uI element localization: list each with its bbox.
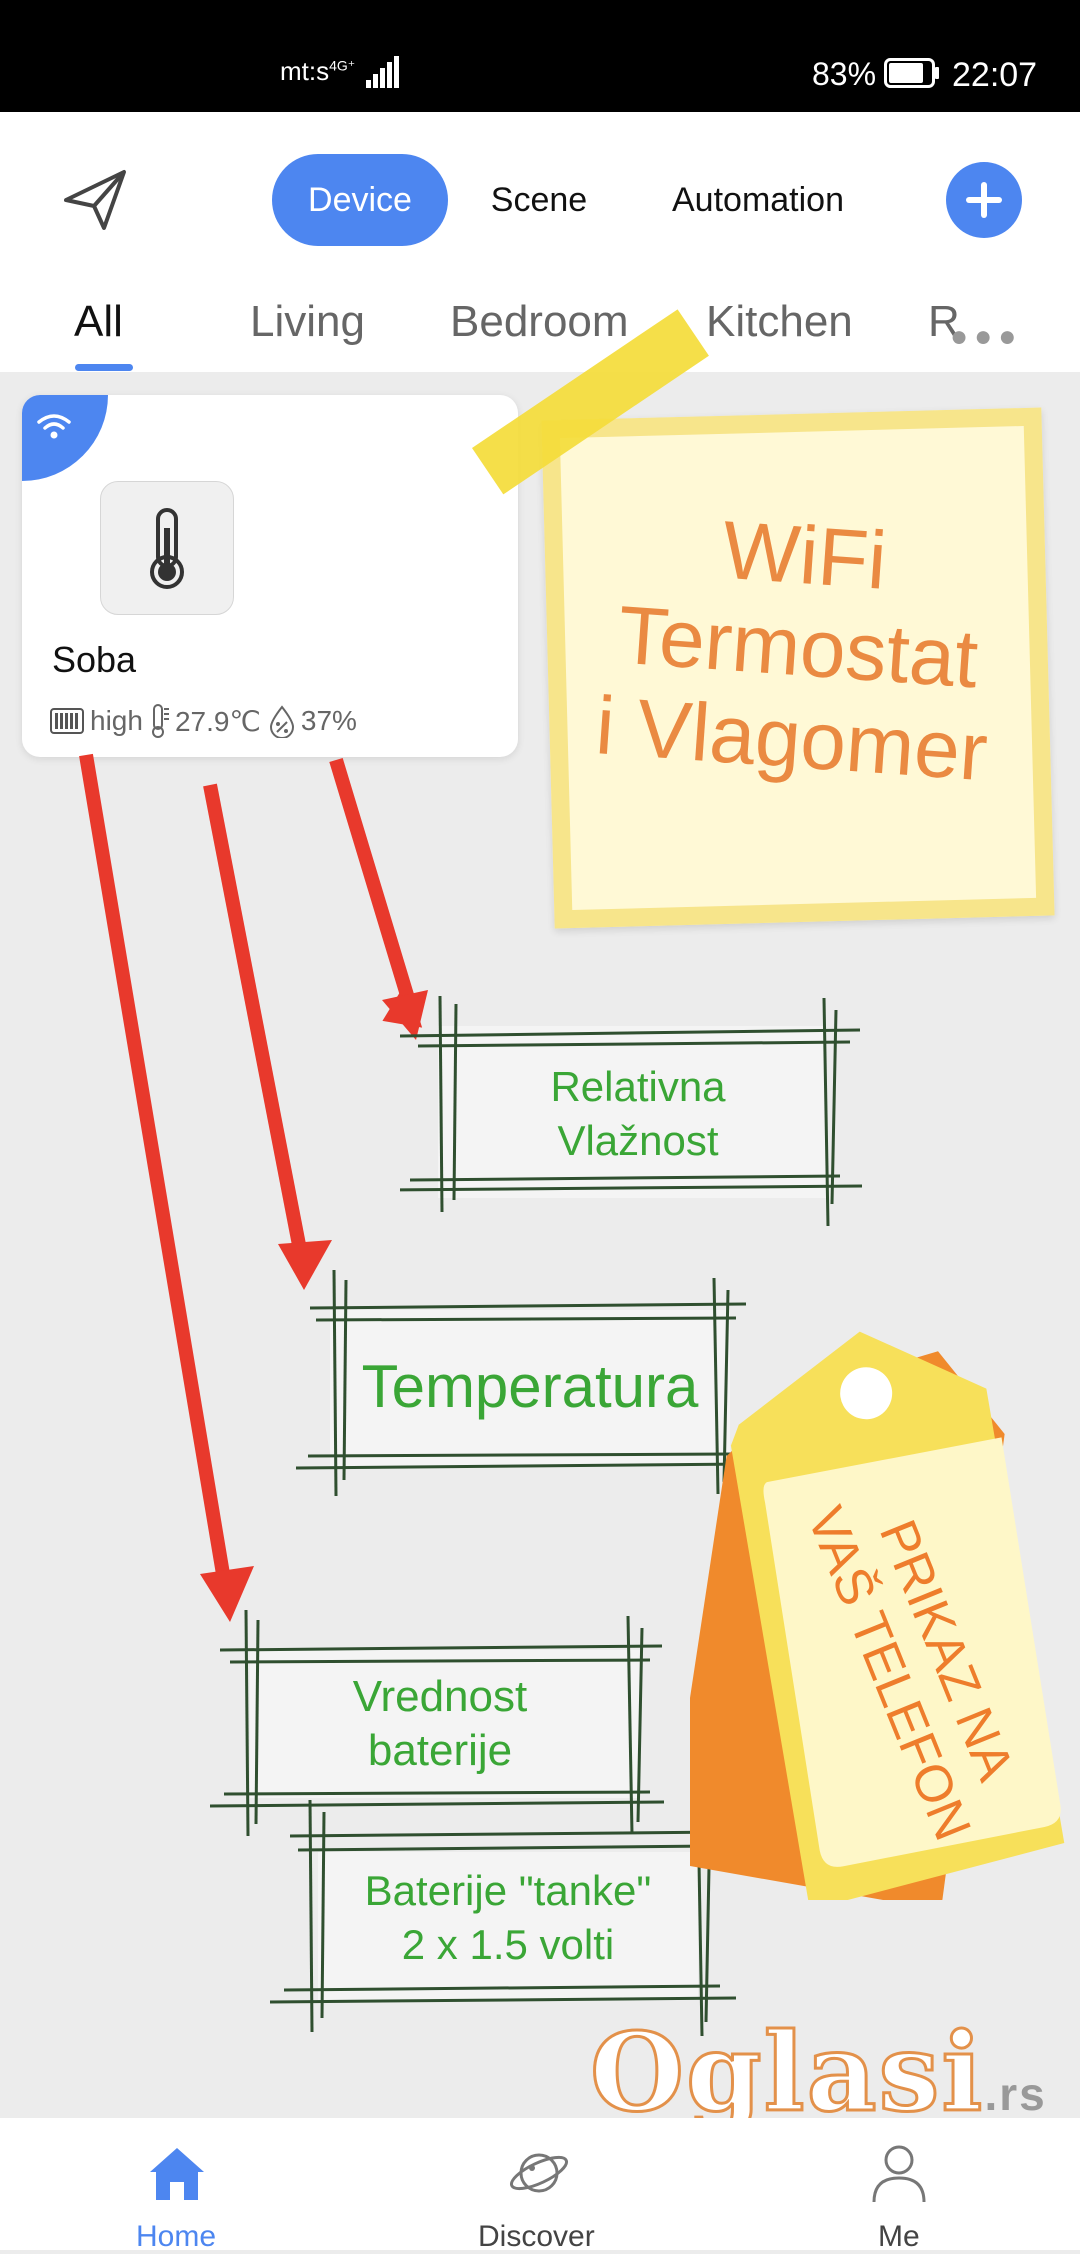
segment-device[interactable]: Device <box>272 154 448 246</box>
arrow-temperature <box>203 783 307 1252</box>
nav-discover-label[interactable]: Discover <box>478 2220 595 2253</box>
device-stats: high 27.9℃ 37% <box>50 703 357 739</box>
humidity-icon <box>269 705 294 738</box>
home-icon[interactable] <box>144 2140 210 2206</box>
tab-r[interactable]: R <box>928 297 960 346</box>
thermometer-small-icon <box>151 704 169 738</box>
clock: 22:07 <box>952 56 1038 94</box>
arrow-battery <box>79 753 231 1582</box>
watermark-logo: Oglasi.rs <box>588 2009 1047 2138</box>
planet-icon[interactable] <box>506 2140 572 2206</box>
temperature-box-frame <box>296 1270 749 1497</box>
paper-plane-icon[interactable] <box>58 162 132 236</box>
battery-status-icon <box>50 708 84 734</box>
device-name: Soba <box>52 639 137 680</box>
carrier-label: mt:s4G⁺ <box>280 56 356 86</box>
tab-bedroom[interactable]: Bedroom <box>450 297 629 346</box>
battery-value: high <box>90 705 143 736</box>
add-button[interactable] <box>946 162 1022 238</box>
thermometer-icon <box>150 508 184 589</box>
app-header: Device Scene Automation All Living Bedro… <box>0 112 1080 372</box>
battery-type-box-frame <box>270 1800 737 2037</box>
device-icon-tile <box>100 481 234 615</box>
battery-box-frame <box>210 1610 665 1837</box>
battery-type-box <box>318 1852 698 2000</box>
temperature-label: Temperatura <box>361 1353 699 1420</box>
humidity-box-frame <box>400 995 863 1227</box>
temperature-label-box <box>330 1310 730 1466</box>
tab-kitchen[interactable]: Kitchen <box>706 297 853 346</box>
more-tabs-icon[interactable]: ●●● <box>950 320 1023 353</box>
battery-label-box <box>250 1650 640 1798</box>
nav-home-label[interactable]: Home <box>136 2220 217 2253</box>
arrow-humidity <box>329 757 417 1008</box>
nav-me-label[interactable]: Me <box>878 2220 920 2253</box>
tab-all[interactable]: All <box>74 297 123 346</box>
segment-scene[interactable]: Scene <box>490 181 588 219</box>
status-bar: mt:s4G⁺ 83% 22:07 <box>0 0 1080 112</box>
price-tags: PRIKAZ NA VAŠ TELEFON <box>690 1331 1065 1900</box>
plus-icon <box>966 182 1002 218</box>
bottom-nav: Home Discover Me <box>0 2118 1080 2253</box>
network-type-label: 4G⁺ <box>329 57 356 74</box>
wifi-icon <box>37 414 71 439</box>
segment-automation[interactable]: Automation <box>672 181 844 219</box>
battery-label: Vrednost baterije <box>352 1672 528 1775</box>
battery-type-label: Baterije "tanke" 2 x 1.5 volti <box>364 1867 652 1968</box>
person-icon[interactable] <box>866 2140 932 2206</box>
humidity-label-box <box>438 1026 826 1198</box>
tab-living[interactable]: Living <box>250 297 365 346</box>
active-tab-indicator <box>75 364 133 371</box>
humidity-value: 37% <box>300 705 357 736</box>
battery-icon <box>884 58 939 88</box>
battery-percent: 83% <box>812 56 877 92</box>
temperature-value: 27.9℃ <box>174 705 261 737</box>
device-card[interactable]: Soba high 27.9℃ 37% <box>22 395 518 757</box>
humidity-label: Relativna Vlažnost <box>550 1063 726 1164</box>
signal-icon <box>366 56 399 88</box>
online-badge <box>22 395 108 481</box>
